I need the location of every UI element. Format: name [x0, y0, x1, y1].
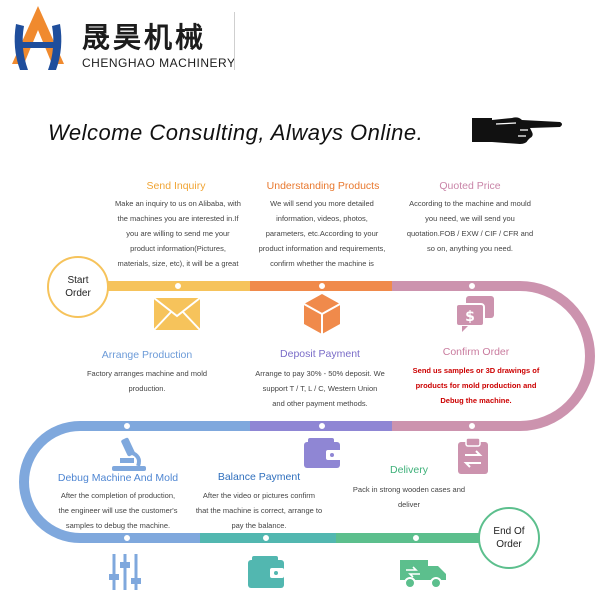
track-node — [122, 533, 132, 543]
track-curve-right — [519, 281, 595, 431]
end-order-label: End Of Order — [493, 526, 525, 550]
step-title-delivery: Delivery — [390, 464, 428, 476]
equalizer-controls-icon — [109, 554, 141, 590]
start-order-node: Start Order — [47, 256, 109, 318]
delivery-truck-icon — [400, 560, 446, 589]
track-node — [317, 281, 327, 291]
envelope-icon — [153, 297, 201, 331]
header-divider — [234, 12, 235, 70]
step-title-quoted-price: Quoted Price — [439, 180, 501, 192]
wallet-icon — [304, 438, 342, 468]
step-title-deposit-payment: Deposit Payment — [280, 348, 360, 360]
pointing-hand-icon — [472, 117, 562, 144]
track-node — [317, 421, 327, 431]
step-desc-debug-machine: After the completion of production,the e… — [58, 491, 178, 530]
step-title-debug-machine: Debug Machine And Mold — [57, 472, 179, 484]
track-node — [122, 421, 132, 431]
clipboard-exchange-icon — [458, 437, 488, 474]
brand-name-chinese: 晟昊机械 — [82, 21, 207, 54]
step-title-arrange-production: Arrange Production — [101, 349, 193, 361]
track-node — [467, 281, 477, 291]
svg-text:$: $ — [465, 309, 475, 325]
price-chat-icon: $ — [455, 296, 494, 332]
track-curve-left — [19, 421, 81, 543]
track-node — [467, 421, 477, 431]
step-title-balance-payment: Balance Payment — [217, 471, 301, 483]
wallet-icon — [248, 556, 284, 588]
step-title-confirm-order: Confirm Order — [442, 346, 510, 358]
microscope-icon — [112, 437, 146, 471]
step-title-understanding-products: Understanding Products — [266, 180, 380, 192]
step-title-send-inquiry: Send Inquiry — [146, 180, 206, 192]
end-order-node: End Of Order — [478, 507, 540, 569]
welcome-heading: Welcome Consulting, Always Online. — [48, 120, 424, 145]
track-node — [261, 533, 271, 543]
brand-name-english: CHENGHAO MACHINERY — [82, 56, 236, 70]
start-order-label: Start Order — [65, 275, 91, 299]
track-node — [411, 533, 421, 543]
company-logo-icon — [12, 6, 64, 70]
product-box-icon — [303, 294, 341, 334]
track-node — [173, 281, 183, 291]
